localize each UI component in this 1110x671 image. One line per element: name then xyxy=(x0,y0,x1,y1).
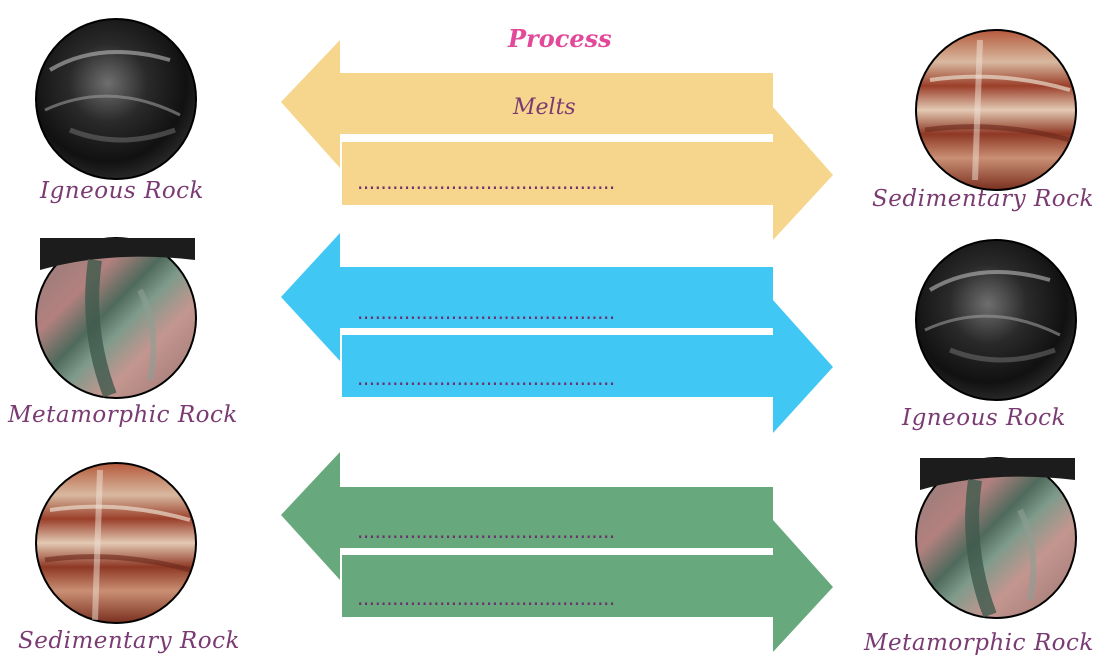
left-arrow-text-row1: Melts xyxy=(513,95,576,120)
right-arrow-text-row3[interactable]: ........................................… xyxy=(357,586,615,610)
rock-igneous-left-row1 xyxy=(35,18,197,180)
rock-sedimentary-right-row1 xyxy=(915,29,1077,191)
right-arrow-text-row2[interactable]: ........................................… xyxy=(357,366,615,390)
right-arrow-row1 xyxy=(342,107,833,240)
left-rock-label-row1: Igneous Rock xyxy=(40,178,204,204)
left-rock-label-row2: Metamorphic Rock xyxy=(8,402,238,428)
right-rock-label-row3: Metamorphic Rock xyxy=(864,630,1094,656)
process-title: Process xyxy=(508,24,612,53)
right-rock-label-row1: Sedimentary Rock xyxy=(872,186,1094,212)
rock-metamorphic-left-row2 xyxy=(35,237,197,399)
left-arrow-text-row3[interactable]: ........................................… xyxy=(357,519,615,543)
right-arrow-row3 xyxy=(342,520,833,652)
right-arrow-text-row1[interactable]: ........................................… xyxy=(357,170,615,194)
right-arrow-row2 xyxy=(342,300,833,433)
rock-sedimentary-left-row3 xyxy=(35,462,197,624)
left-arrow-text-row2[interactable]: ........................................… xyxy=(357,300,615,324)
rock-metamorphic-right-row3 xyxy=(915,457,1077,619)
left-arrow-row3 xyxy=(281,452,773,580)
left-arrow-row1 xyxy=(281,40,773,168)
rock-igneous-right-row2 xyxy=(915,239,1077,401)
left-rock-label-row3: Sedimentary Rock xyxy=(18,628,240,654)
right-rock-label-row2: Igneous Rock xyxy=(902,405,1066,431)
left-arrow-row2 xyxy=(281,233,773,361)
